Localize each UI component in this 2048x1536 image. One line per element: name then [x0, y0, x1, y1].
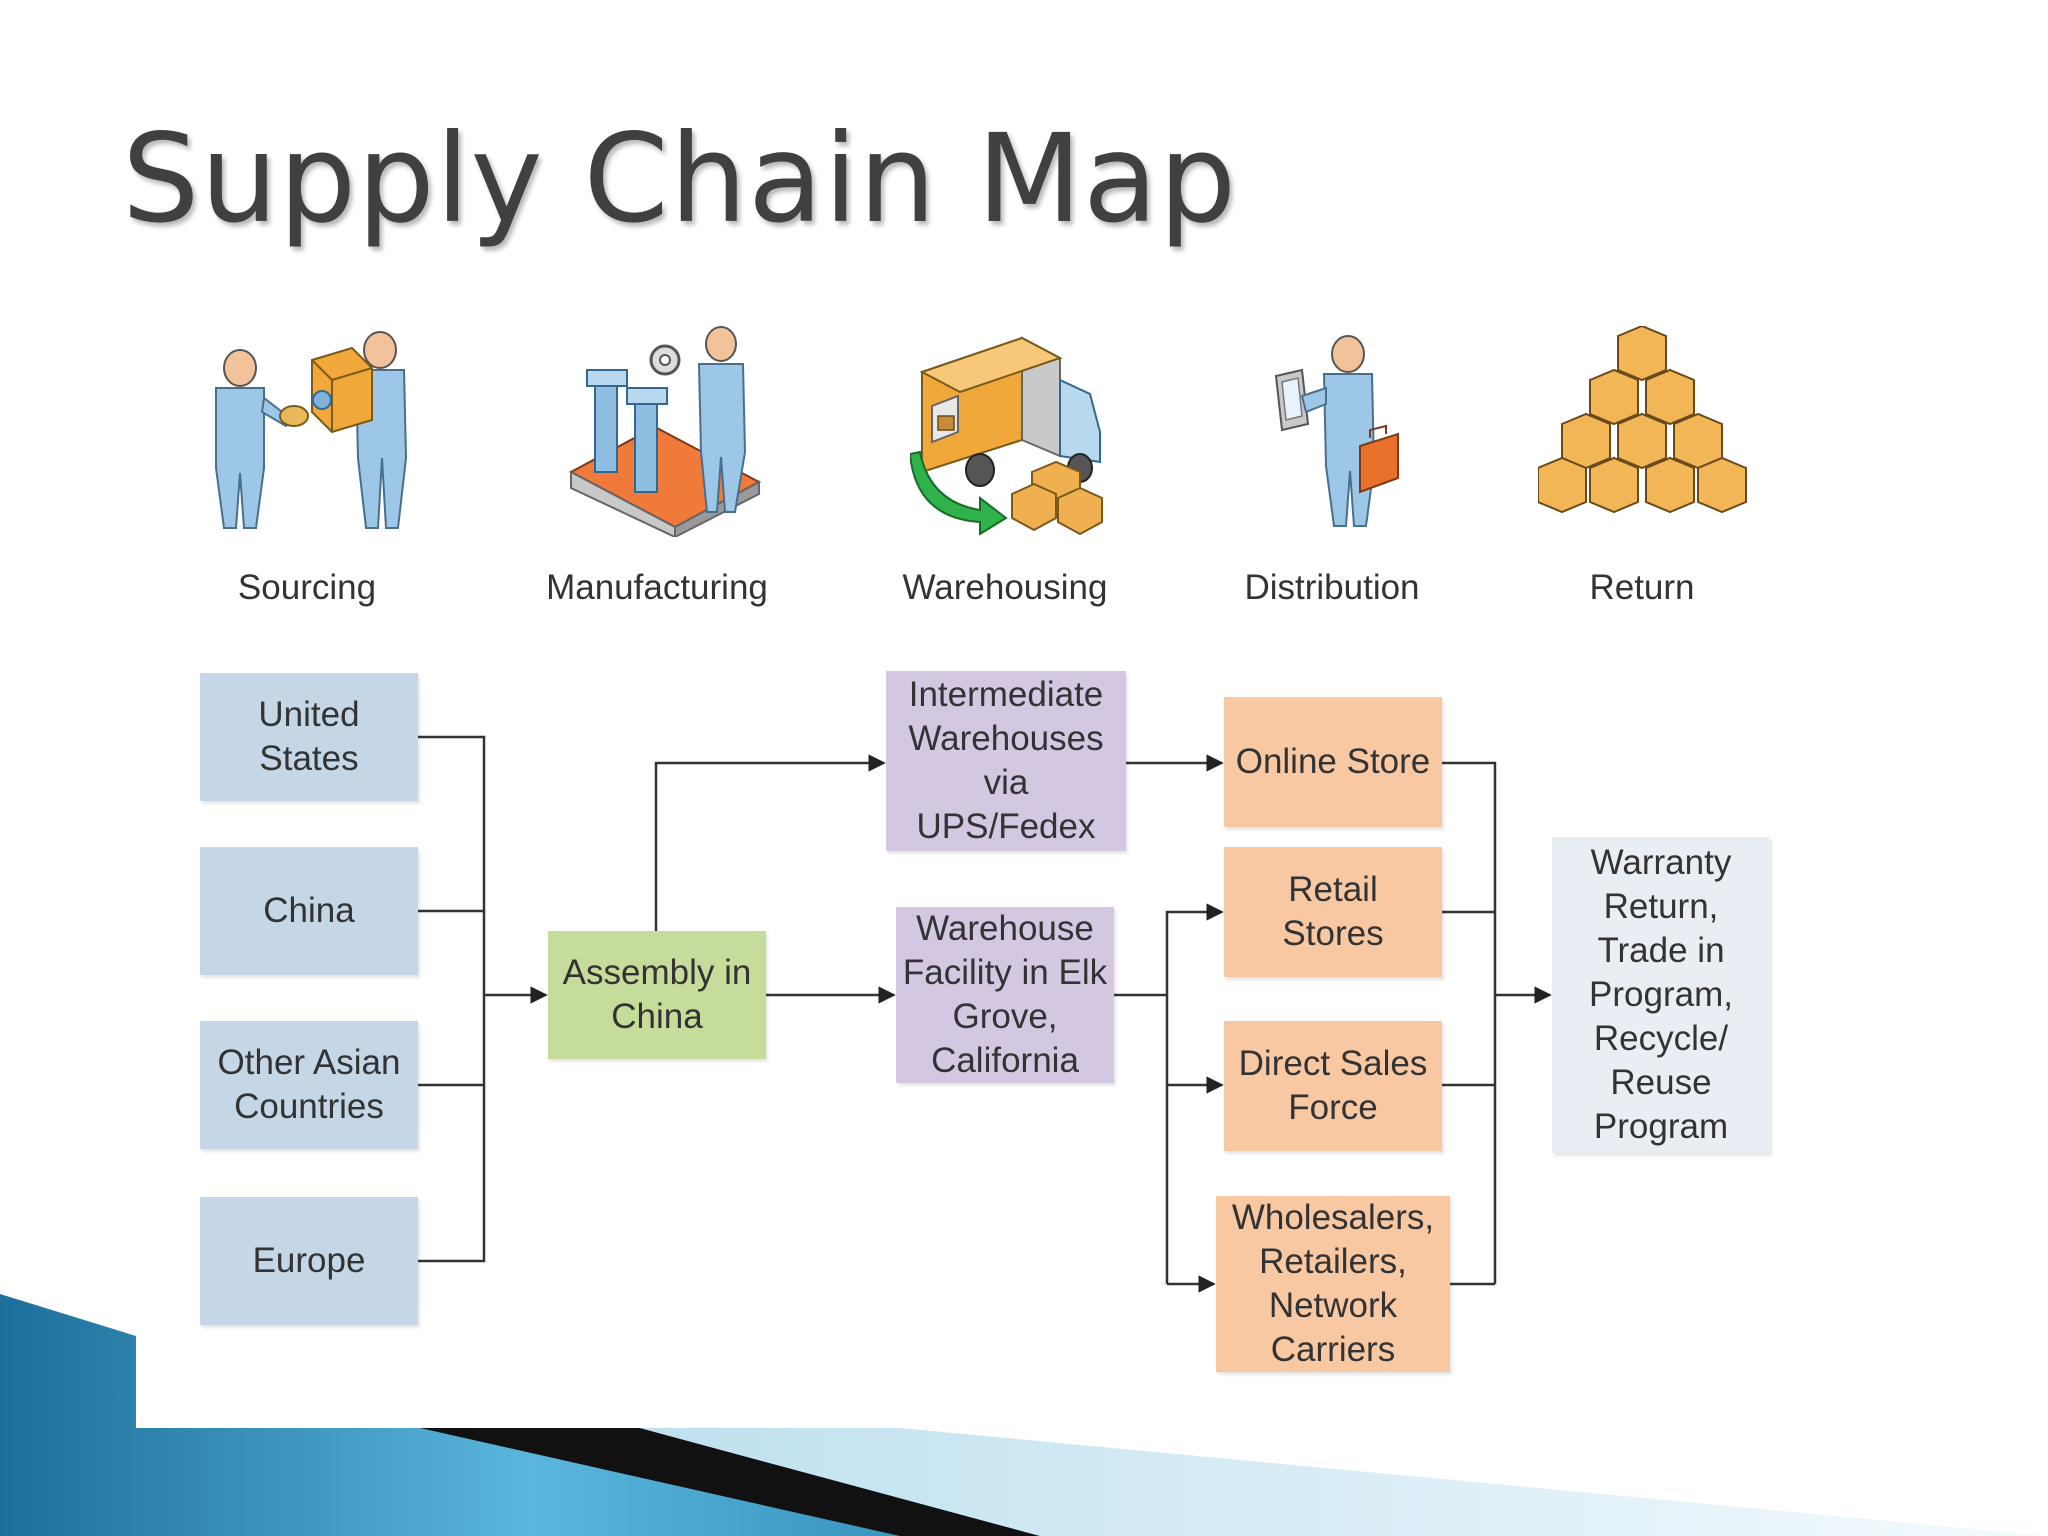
node-retail-stores: Retail Stores	[1224, 847, 1442, 977]
stage-label-return: Return	[1589, 568, 1695, 607]
person-with-briefcase-icon	[1274, 335, 1399, 527]
people-exchange-icon	[215, 331, 408, 529]
stage-label-sourcing: Sourcing	[237, 568, 377, 607]
edge-warehouse-to-retail	[1165, 903, 1224, 995]
assembly-line-icon	[568, 326, 762, 537]
node-wholesalers: Wholesalers, Retailers, Network Carriers	[1216, 1196, 1450, 1372]
node-assembly-in-china: Assembly in China	[548, 931, 766, 1059]
stacked-boxes-icon	[1538, 326, 1747, 514]
edge-united-states	[418, 735, 486, 995]
stage-label-distribution: Distribution	[1244, 568, 1420, 607]
edge-europe	[418, 995, 486, 1263]
edge-assembly-to-intermediate	[654, 754, 886, 931]
stage-label-manufacturing: Manufacturing	[546, 568, 768, 607]
node-warranty-return-program: Warranty Return, Trade in Program, Recyc…	[1552, 837, 1770, 1153]
node-china: China	[200, 847, 418, 975]
node-online-store: Online Store	[1224, 697, 1442, 827]
node-intermediate-warehouses: Intermediate Warehouses via UPS/Fedex	[886, 671, 1126, 851]
delivery-truck-icon	[910, 336, 1103, 536]
node-united-states: United States	[200, 673, 418, 801]
edge-online-to-return	[1442, 761, 1497, 1284]
node-direct-sales-force: Direct Sales Force	[1224, 1021, 1442, 1151]
page-title: Supply Chain Map	[122, 108, 1238, 250]
node-europe: Europe	[200, 1197, 418, 1325]
stage-label-warehousing: Warehousing	[902, 568, 1108, 607]
node-other-asian-countries: Other Asian Countries	[200, 1021, 418, 1149]
node-warehouse-elk-grove: Warehouse Facility in Elk Grove, Califor…	[896, 907, 1114, 1083]
